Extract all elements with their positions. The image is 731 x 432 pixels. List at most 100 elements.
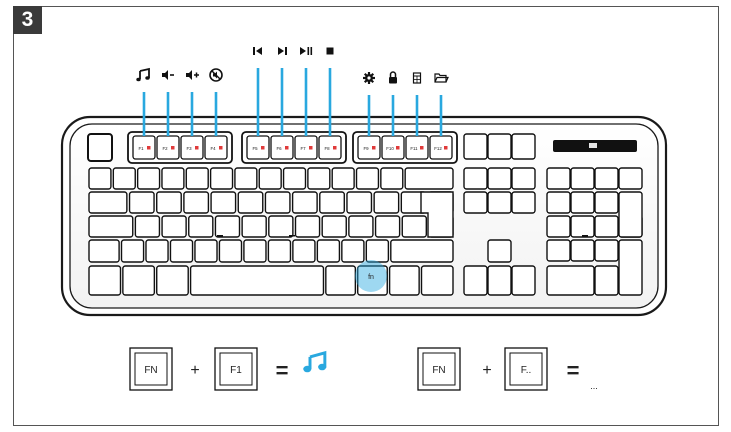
key-main	[291, 191, 318, 214]
key-f4: F4	[204, 135, 228, 160]
next-track-icon	[278, 47, 287, 55]
settings-icon	[363, 72, 375, 84]
key-main	[120, 239, 145, 263]
fkey-label: F3	[186, 146, 192, 151]
key-main	[122, 265, 156, 296]
key-main	[292, 239, 316, 263]
key-main	[188, 215, 214, 238]
key-arrow	[511, 265, 536, 296]
key-numpad	[570, 239, 595, 262]
homing-bump	[289, 235, 295, 237]
music-note-icon	[136, 67, 150, 82]
fkey-label: F5	[252, 146, 258, 151]
homing-bump	[217, 235, 223, 237]
key-main	[294, 215, 321, 238]
key-f2: F2	[156, 135, 180, 160]
key-main	[307, 167, 331, 190]
fkey-label: F9	[363, 146, 369, 151]
fkey-label: F11	[410, 146, 418, 151]
key-numpad-plus	[618, 191, 643, 238]
key-main	[136, 167, 161, 190]
key-enter	[420, 191, 454, 238]
key-main	[268, 215, 294, 238]
key-f12: F12	[429, 135, 453, 160]
fkey-label: F1	[138, 146, 144, 151]
fkey-label: F8	[324, 146, 330, 151]
equals-sign-2: =	[567, 358, 580, 383]
fn-key-highlight	[355, 260, 387, 292]
fkey-label: F2	[162, 146, 168, 151]
fkey-red-mark	[420, 146, 424, 150]
key-numpad	[618, 167, 643, 190]
key-main	[156, 191, 182, 214]
key-main	[169, 239, 194, 263]
calculator-icon	[412, 72, 422, 84]
key-main	[316, 239, 341, 263]
homing-bump	[582, 235, 588, 237]
key-main	[401, 215, 428, 238]
fkey-red-mark	[372, 146, 376, 150]
key-main	[218, 239, 243, 263]
key-numpad	[594, 191, 619, 214]
key-main	[209, 167, 234, 190]
key-main	[357, 265, 388, 296]
key-nav	[487, 167, 512, 190]
key-numpad	[570, 191, 595, 214]
mute-icon	[209, 68, 223, 82]
key-main	[390, 239, 454, 263]
fkey-label: F4	[210, 146, 216, 151]
key-main	[88, 215, 134, 238]
key-main	[214, 215, 241, 238]
key-main	[404, 167, 454, 190]
combo-key-fn-label: FN	[144, 365, 157, 376]
key-f5: F5	[246, 135, 270, 160]
combo-key-fn: FN	[129, 347, 173, 391]
key-main	[321, 215, 347, 238]
music-note-icon	[303, 350, 327, 373]
fkey-red-mark	[444, 146, 448, 150]
key-nav-top	[463, 133, 488, 160]
fkey-red-mark	[195, 146, 199, 150]
key-numpad	[570, 215, 595, 238]
key-numpad	[546, 191, 571, 214]
key-f7: F7	[294, 135, 318, 160]
key-main	[388, 265, 420, 296]
key-main	[88, 265, 122, 296]
stop-icon	[326, 47, 334, 55]
volume-up-icon	[186, 70, 199, 80]
combo-generic-key-f: F..	[504, 347, 548, 391]
key-arrow	[487, 265, 512, 296]
key-main	[234, 167, 258, 190]
key-main	[161, 215, 187, 238]
key-nav-top	[511, 133, 536, 160]
key-nav	[487, 191, 512, 214]
plus-sign: +	[190, 362, 199, 379]
key-main	[241, 215, 267, 238]
key-f9: F9	[357, 135, 381, 160]
key-nav	[463, 167, 488, 190]
fkey-red-mark	[261, 146, 265, 150]
key-main	[331, 167, 355, 190]
key-main	[282, 167, 307, 190]
key-f8: F8	[318, 135, 342, 160]
fkey-red-mark	[333, 146, 337, 150]
combo-key-f1-label: F1	[230, 365, 242, 376]
key-numpad-enter	[618, 239, 643, 296]
combo-example: FN + F1 =	[129, 347, 327, 391]
combo-generic-key-fn-label: FN	[432, 365, 445, 376]
key-main	[134, 215, 161, 238]
combo-generic-key-fn: FN	[417, 347, 461, 391]
key-main	[183, 191, 210, 214]
key-main	[161, 167, 185, 190]
result-ellipsis: ...	[590, 381, 598, 391]
key-f1: F1	[132, 135, 156, 160]
key-main	[237, 191, 264, 214]
key-f10: F10	[381, 135, 405, 160]
key-f11: F11	[405, 135, 429, 160]
combo-generic: FN + F.. = ...	[417, 347, 598, 391]
play-pause-icon	[300, 47, 313, 55]
key-main	[145, 239, 169, 263]
key-main	[348, 215, 374, 238]
